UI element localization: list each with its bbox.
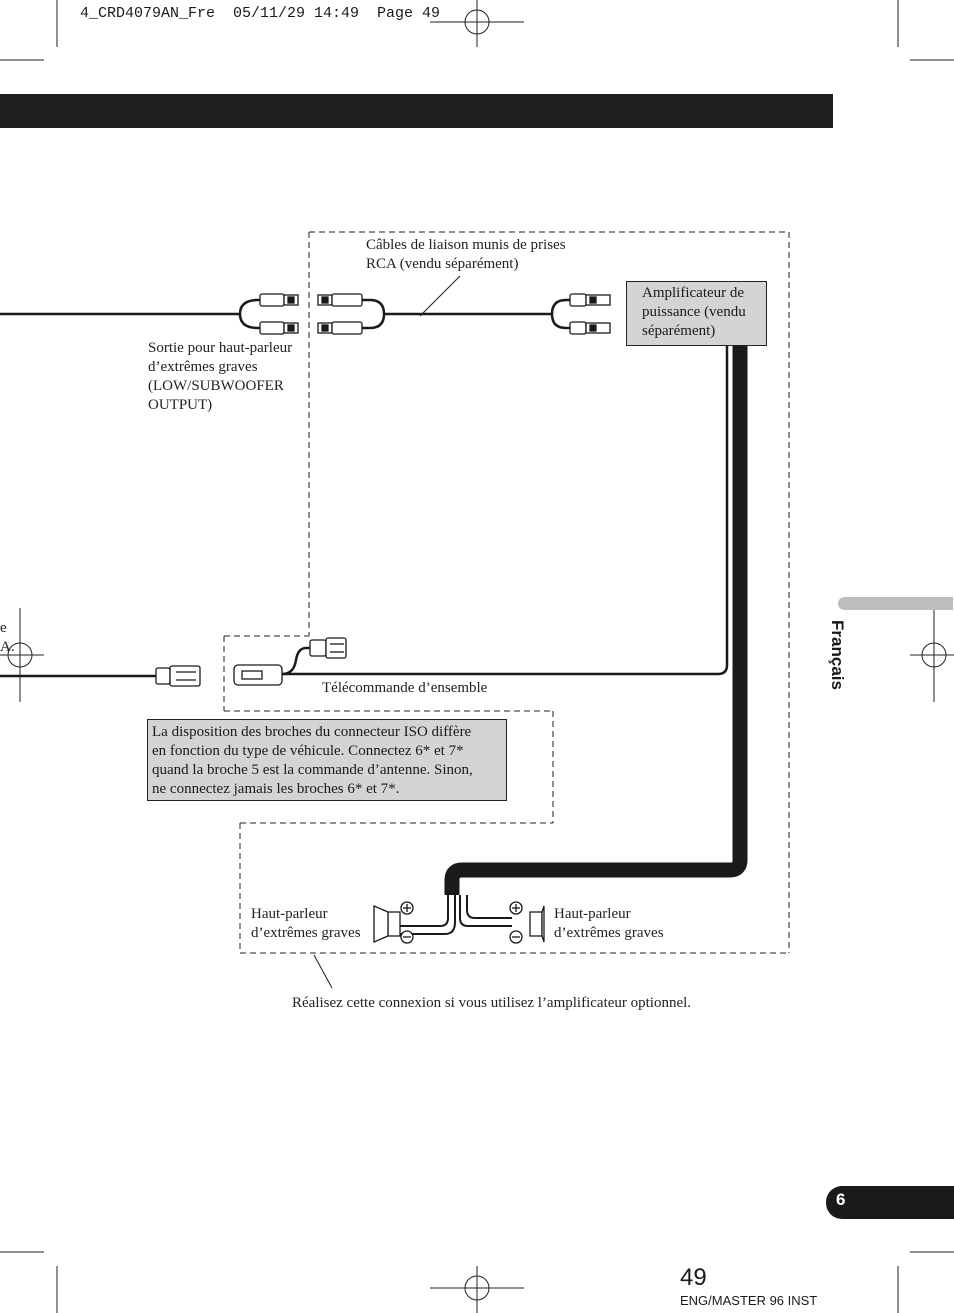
- optional-callout-line: [313, 954, 333, 989]
- chapter-number: 6: [836, 1190, 846, 1209]
- remote-connectors: [155, 637, 347, 687]
- master-label: ENG/MASTER 96 INST: [680, 1293, 818, 1308]
- left-cut-text-1: e: [0, 620, 7, 636]
- rca-plug-group-1: [259, 293, 299, 335]
- speaker-split-wires: [400, 895, 512, 935]
- subwoofer-right-label: Haut-parleur d’extrêmes graves: [554, 906, 664, 941]
- speaker-right-icon: [509, 901, 545, 944]
- rca-cables-label: Câbles de liaison munis de prises RCA (v…: [366, 237, 566, 272]
- chapter-tab: [826, 1186, 954, 1219]
- rca-callout-line: [419, 275, 461, 317]
- rca-plug-group-2: [317, 293, 363, 335]
- remote-wire: [0, 345, 729, 678]
- page-number: 49: [680, 1264, 707, 1291]
- speaker-left-icon: [373, 901, 414, 944]
- subwoofer-left-label: Haut-parleur d’extrêmes graves: [251, 906, 361, 941]
- rca-plug-group-3: [569, 293, 611, 335]
- optional-connection-note: Réalisez cette connexion si vous utilise…: [292, 995, 692, 1011]
- subwoofer-output-label: Sortie pour haut-parleur d’extrêmes grav…: [148, 340, 293, 413]
- iso-note-box: La disposition des broches du connecteur…: [147, 719, 507, 801]
- speaker-cable-thick: [444, 345, 748, 895]
- print-slug: 4_CRD4079AN_Fre 05/11/29 14:49 Page 49: [80, 5, 441, 22]
- header-bar: [0, 94, 833, 128]
- rca-cable: [362, 298, 572, 330]
- left-cut-text-2: A.: [0, 639, 15, 655]
- rca-wire-left: [0, 298, 262, 330]
- language-label: Français: [828, 620, 847, 690]
- amplifier-box: Amplificateur de puissance (vendu séparé…: [626, 281, 767, 346]
- language-tab: [838, 597, 953, 610]
- dashed-enclosure: [223, 231, 790, 954]
- remote-label: Télécommande d’ensemble: [322, 680, 488, 696]
